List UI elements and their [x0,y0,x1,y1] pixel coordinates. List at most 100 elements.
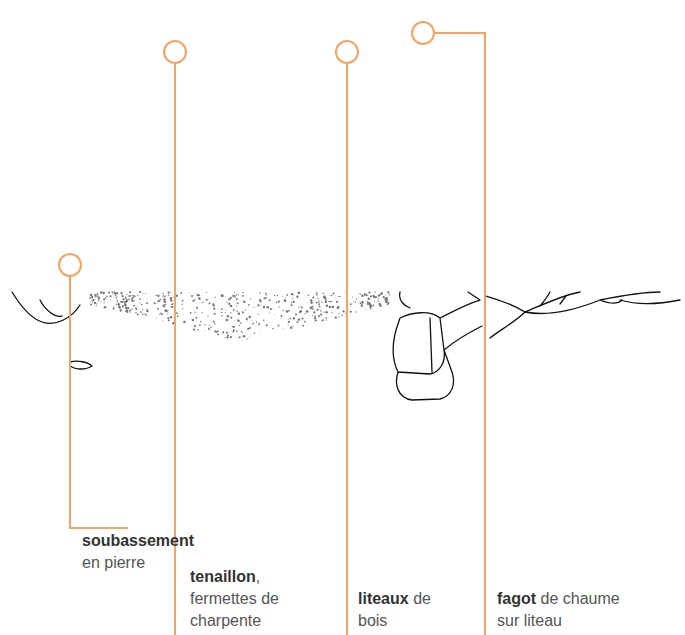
stipple-dot [224,295,226,297]
stipple-dot [282,296,283,297]
stipple-dot [304,313,305,314]
stipple-dot [162,293,163,294]
stipple-dot [263,319,265,321]
stipple-dot [238,313,240,315]
stipple-dot [329,295,330,296]
stipple-dot [90,299,92,301]
stipple-dot [243,335,246,338]
stipple-dot [139,298,141,300]
stipple-dot [120,301,122,303]
stipple-dot [146,309,147,310]
stipple-dot [146,310,148,312]
stipple-dot [242,332,243,333]
stipple-dot [291,293,293,295]
stipple-dot [133,305,135,307]
stipple-dot [91,297,93,299]
stipple-dot [129,312,130,313]
sketch-stroke [12,292,92,369]
stipple-dot [321,314,322,315]
stipple-dot [237,310,238,311]
stipple-dot [250,320,252,322]
stipple-dot [167,310,168,311]
stipple-dot [332,306,335,309]
stipple-dot [281,317,282,318]
stipple-dot [356,299,357,300]
stipple-dot [233,326,235,328]
stipple-dot [287,324,288,325]
stipple-dot [292,326,293,327]
stipple-dot [379,303,381,305]
stipple-dot [118,306,120,308]
stipple-dot [163,304,164,305]
thatch-edge [486,292,680,338]
stipple-dot [180,292,182,294]
stipple-dot [278,300,280,302]
stipple-dot [227,335,229,337]
stipple-dot [307,302,309,304]
stipple-dot [135,307,136,308]
stipple-dot [312,308,314,310]
stipple-dot [167,317,169,319]
stipple-dot [352,296,353,297]
stipple-dot [217,331,219,333]
stipple-dot [230,336,232,338]
stipple-dot [135,308,137,310]
stipple-dot [89,297,91,299]
stipple-dot [334,296,336,298]
stipple-dot [367,303,369,305]
stipple-dot [381,292,383,294]
stipple-dot [182,300,184,302]
stipple-dot [232,295,234,297]
stipple-dot [355,311,356,312]
stipple-dot [197,329,198,330]
stipple-dot [90,294,92,296]
stipple-dot [146,299,148,301]
stipple-dot [298,292,300,294]
stipple-dot [254,332,256,334]
stipple-dot [206,292,207,293]
stipple-dot [314,312,316,314]
stipple-dot [163,305,165,307]
leader-line [434,33,485,635]
stipple-dot [204,330,206,332]
stipple-dot [233,330,234,331]
stipple-dot [163,295,164,296]
stipple-dot [191,295,193,297]
stipple-dot [227,332,229,334]
stipple-dot [115,294,117,296]
stipple-dot [331,295,332,296]
stipple-dot [302,325,304,327]
stipple-dot [269,313,270,314]
stipple-dot [250,298,251,299]
stipple-dot [342,310,344,312]
stipple-dot [290,318,292,320]
stipple-dot [361,295,363,297]
stipple-dot [321,302,322,303]
stipple-dot [335,317,337,319]
stipple-dot [115,295,116,296]
stipple-dot [135,312,137,314]
stipple-dot [373,305,375,307]
stipple-dot [137,295,138,296]
stipple-dot [128,298,130,300]
stipple-dot [296,296,298,298]
stipple-dot [364,293,366,295]
stipple-dot [194,325,196,327]
stipple-dot [227,302,228,303]
stipple-dot [384,295,386,297]
stipple-dot [267,306,269,308]
stipple-dot [278,306,279,307]
stipple-dot [171,306,173,308]
stipple-dot [100,301,101,302]
stipple-dot [319,305,321,307]
stipple-dot [371,305,373,307]
stipple-dot [227,315,229,317]
stipple-dot [181,293,183,295]
stipple-dot [196,317,198,319]
stipple-dot [322,318,324,320]
stipple-dot [323,312,324,313]
stipple-dot [326,305,328,307]
stipple-dot [96,293,98,295]
stipple-dot [365,309,367,311]
stipple-dot [316,293,318,295]
